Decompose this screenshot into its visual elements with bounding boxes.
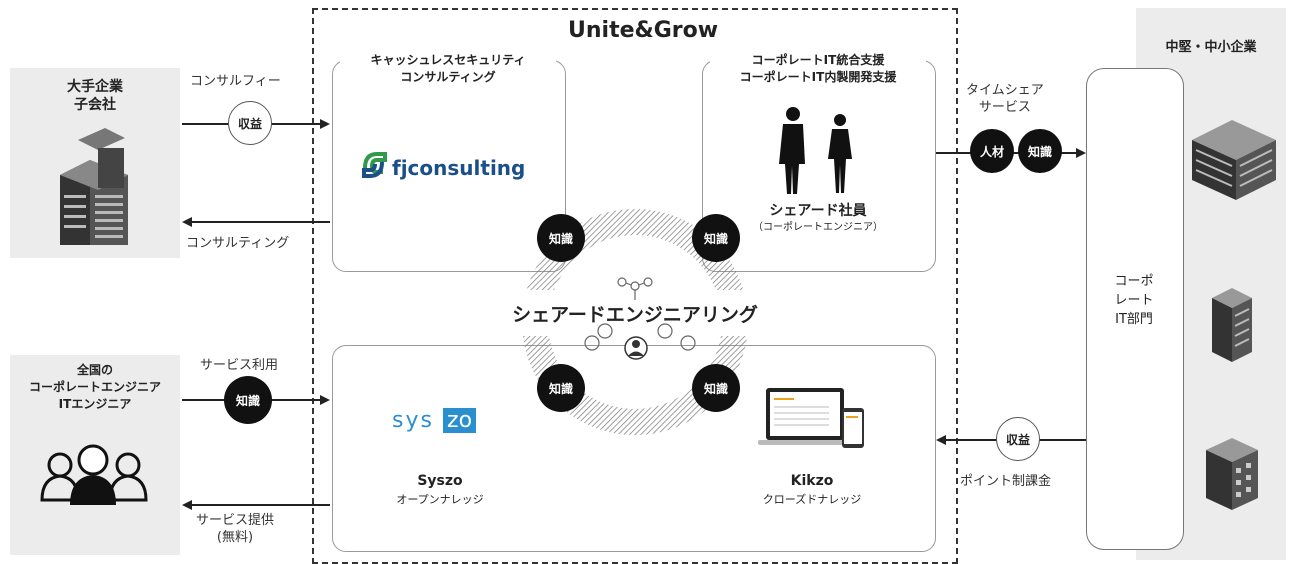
shared-employee-name: シェアード社員 (769, 203, 867, 219)
syszo-logo-left: sys (392, 408, 434, 433)
revenue-badge-left: 収益 (228, 101, 272, 145)
knowledge-badge-left: 知識 (224, 376, 272, 424)
it-dept-box (1086, 68, 1184, 550)
kikzo-sub: クローズドナレッジ (762, 493, 862, 506)
large-company-label: 大手企業 子会社 (67, 79, 123, 113)
knowledge-badge-top-left: 知識 (537, 214, 585, 262)
shared-employee-box (702, 60, 936, 272)
point-fee-label: ポイント制課金 (960, 474, 1052, 489)
it-dept-label: コーポ レート IT部門 (1114, 274, 1154, 327)
knowledge-badge-bottom-left: 知識 (537, 364, 585, 412)
syszo-sub: オープンナレッジ (396, 493, 484, 506)
syszo-logo-right: zo (443, 408, 477, 433)
knowledge-badge-bottom-right: 知識 (692, 364, 740, 412)
shared-engineering-label: シェアードエンジニアリング (512, 304, 758, 326)
consult-fee-label: コンサルフィー (190, 74, 281, 89)
kikzo-name: Kikzo (790, 473, 834, 489)
syszo-logo: sys zo (392, 408, 477, 436)
shared-employee-sub: （コーポレートエンジニア） (753, 222, 883, 233)
fj-box-heading: キャッシュレスセキュリティ コンサルティング (340, 52, 556, 86)
shared-box-heading: コーポレートIT統合支援 コーポレートIT内製開発支援 (710, 52, 926, 86)
consulting-label: コンサルティング (186, 236, 290, 251)
unite-grow-title: Unite&Grow (568, 18, 719, 43)
sme-heading: 中堅・中小企業 (1165, 40, 1257, 55)
knowledge-platform-box (332, 345, 936, 552)
service-use-label: サービス利用 (200, 358, 279, 373)
knowledge-badge-top-right: 知識 (692, 214, 740, 262)
engineers-label: 全国の コーポレートエンジニア ITエンジニア (28, 363, 161, 411)
syszo-name: Syszo (417, 473, 463, 489)
fj-logo-text: fjconsulting (392, 156, 526, 180)
revenue-badge-right: 収益 (996, 417, 1040, 461)
talent-badge: 人材 (970, 129, 1014, 173)
service-provide-label: サービス提供 (無料) (196, 513, 275, 545)
knowledge-badge-right: 知識 (1018, 129, 1062, 173)
timeshare-label: タイムシェア サービス (966, 83, 1044, 115)
